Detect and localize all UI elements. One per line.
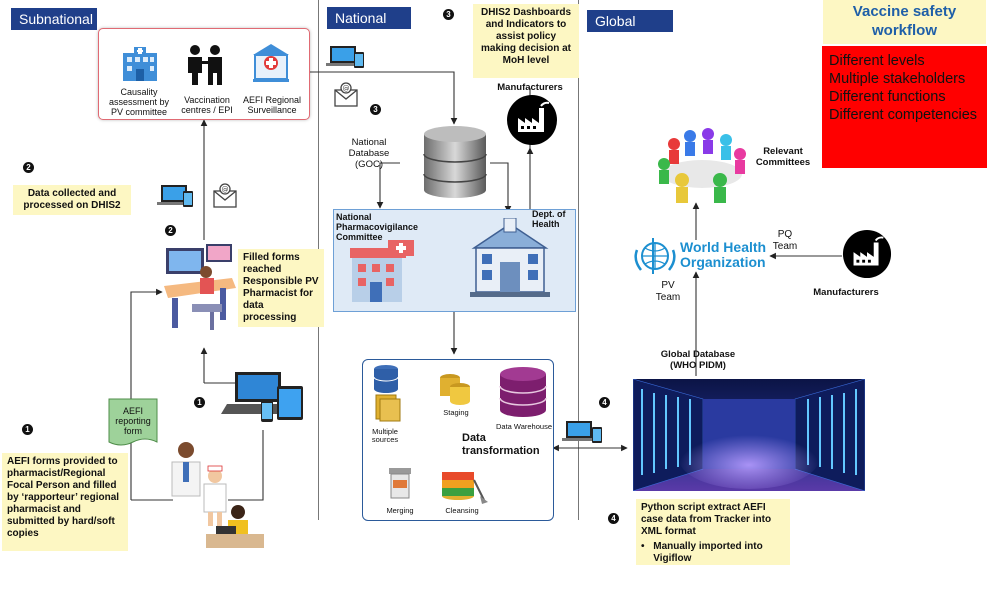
python-script-text: Python script extract AEFI case data fro… — [641, 502, 772, 537]
committee-building-icon — [350, 240, 414, 302]
red-box-line-competencies: Different competencies — [829, 107, 978, 123]
data-collected-note: Data collected and processed on DHIS2 — [13, 185, 131, 215]
svg-text:@: @ — [343, 85, 350, 93]
filled-forms-note: Filled forms reached Responsible PV Phar… — [238, 249, 324, 327]
devices-icon — [157, 185, 193, 207]
data-warehouse-icon — [499, 367, 547, 417]
national-database-label: National Database (GOC) — [348, 137, 390, 170]
laptop-tablet-icon — [221, 372, 303, 422]
national-factory-icon — [507, 95, 557, 145]
transfer-devices-icon — [562, 421, 602, 443]
svg-text:@: @ — [222, 186, 229, 194]
red-box-line-functions: Different functions — [829, 89, 946, 105]
staging-label: Staging — [443, 408, 469, 417]
workflow-title: Vaccine safety workflow — [823, 0, 986, 44]
step-badge-3-dhis2: 3 — [443, 9, 454, 20]
workflow-title-text: Vaccine safety workflow — [852, 3, 957, 39]
multiple-sources-icon — [373, 365, 401, 422]
who-wordmark: World Health Organization — [680, 240, 766, 270]
staging-icon — [440, 374, 470, 405]
pv-team-label: PV Team — [655, 280, 681, 303]
merging-icon — [389, 468, 411, 499]
python-script-note: Python script extract AEFI case data fro… — [636, 499, 790, 565]
causality-label: Causality assessment by PV committee — [108, 87, 170, 117]
pq-team-label: PQ Team — [772, 229, 798, 252]
arrow-panel-to-database — [309, 71, 458, 125]
global-manufacturers-label: Manufacturers — [813, 287, 879, 298]
aefi-form-label: AEFI reporting form — [115, 406, 151, 436]
pharmacist-desk-icon — [164, 244, 236, 330]
step-badge-3-national: 3 — [370, 104, 381, 115]
arrow-db-to-health — [490, 162, 512, 213]
step-badge-1-note: 1 — [22, 424, 33, 435]
lane-tag-global: Global — [587, 10, 673, 32]
health-building-icon — [470, 218, 550, 297]
arrow-form-to-pharmacist — [130, 288, 163, 500]
surveillance-building-icon — [253, 44, 289, 82]
who-line-1: World Health — [680, 239, 767, 255]
python-bullet: • Manually imported into Vigiflow — [641, 541, 785, 565]
global-database-label: Global Database (WHO PIDM) — [660, 349, 736, 371]
dhis2-dashboard-note: DHIS2 Dashboards and Indicators to assis… — [473, 4, 579, 78]
hospital-icon — [123, 47, 157, 81]
vaccination-label: Vaccination centres / EPI — [181, 95, 233, 115]
merging-label: Merging — [386, 506, 414, 515]
red-box: Different levels Multiple stakeholders D… — [822, 46, 987, 168]
step-badge-4-transfer: 4 — [599, 397, 610, 408]
aefi-forms-note: AEFI forms provided to pharmacist/Region… — [2, 453, 128, 551]
python-bullet-text: Manually imported into Vigiflow — [653, 541, 763, 564]
relevant-committees-label: Relevant Committees — [755, 146, 811, 168]
vaccination-icon — [188, 45, 222, 85]
subnational-panel: Causality assessment by PV committee Vac… — [98, 28, 310, 120]
lane-divider-global — [578, 0, 579, 520]
step-badge-2-upper: 2 — [23, 162, 34, 173]
who-emblem-icon — [634, 238, 676, 274]
aefi-regional-label: AEFI Regional Surveillance — [242, 95, 302, 115]
email-icon: @ — [213, 183, 237, 208]
arrow-laptop-down — [228, 430, 264, 501]
cleansing-icon — [442, 472, 488, 504]
aefi-form-shape — [108, 398, 158, 446]
data-transformation-label: Data transformation — [462, 432, 540, 457]
national-committee-label: National Pharmacovigilance Committee — [336, 212, 419, 242]
national-laptop-icon — [326, 46, 364, 68]
step-badge-4-python: 4 — [608, 513, 619, 524]
step-badge-2-lower: 2 — [165, 225, 176, 236]
dept-health-label: Dept. of Health — [532, 209, 566, 229]
lane-tag-subnational: Subnational — [11, 8, 97, 30]
national-manufacturers-label: Manufacturers — [497, 82, 563, 93]
cleansing-label: Cleansing — [445, 506, 479, 515]
server-room-image — [633, 379, 865, 491]
arrow-db-to-committee — [376, 162, 400, 209]
bullet-dot-icon: • — [641, 541, 645, 552]
national-database-icon — [423, 126, 487, 198]
global-factory-icon — [842, 229, 892, 279]
committees-people-icon — [658, 128, 746, 203]
step-badge-1-laptop: 1 — [194, 397, 205, 408]
who-line-2: Organization — [680, 254, 766, 270]
multiple-sources-label: Multiple sources — [371, 427, 399, 444]
data-warehouse-label: Data Warehouse — [495, 422, 552, 431]
national-email-icon: @ — [334, 82, 358, 107]
health-workers-icon — [171, 442, 264, 548]
lane-tag-national: National — [327, 7, 411, 29]
red-box-line-levels: Different levels — [829, 53, 925, 69]
red-box-line-stakeholders: Multiple stakeholders — [829, 71, 966, 87]
